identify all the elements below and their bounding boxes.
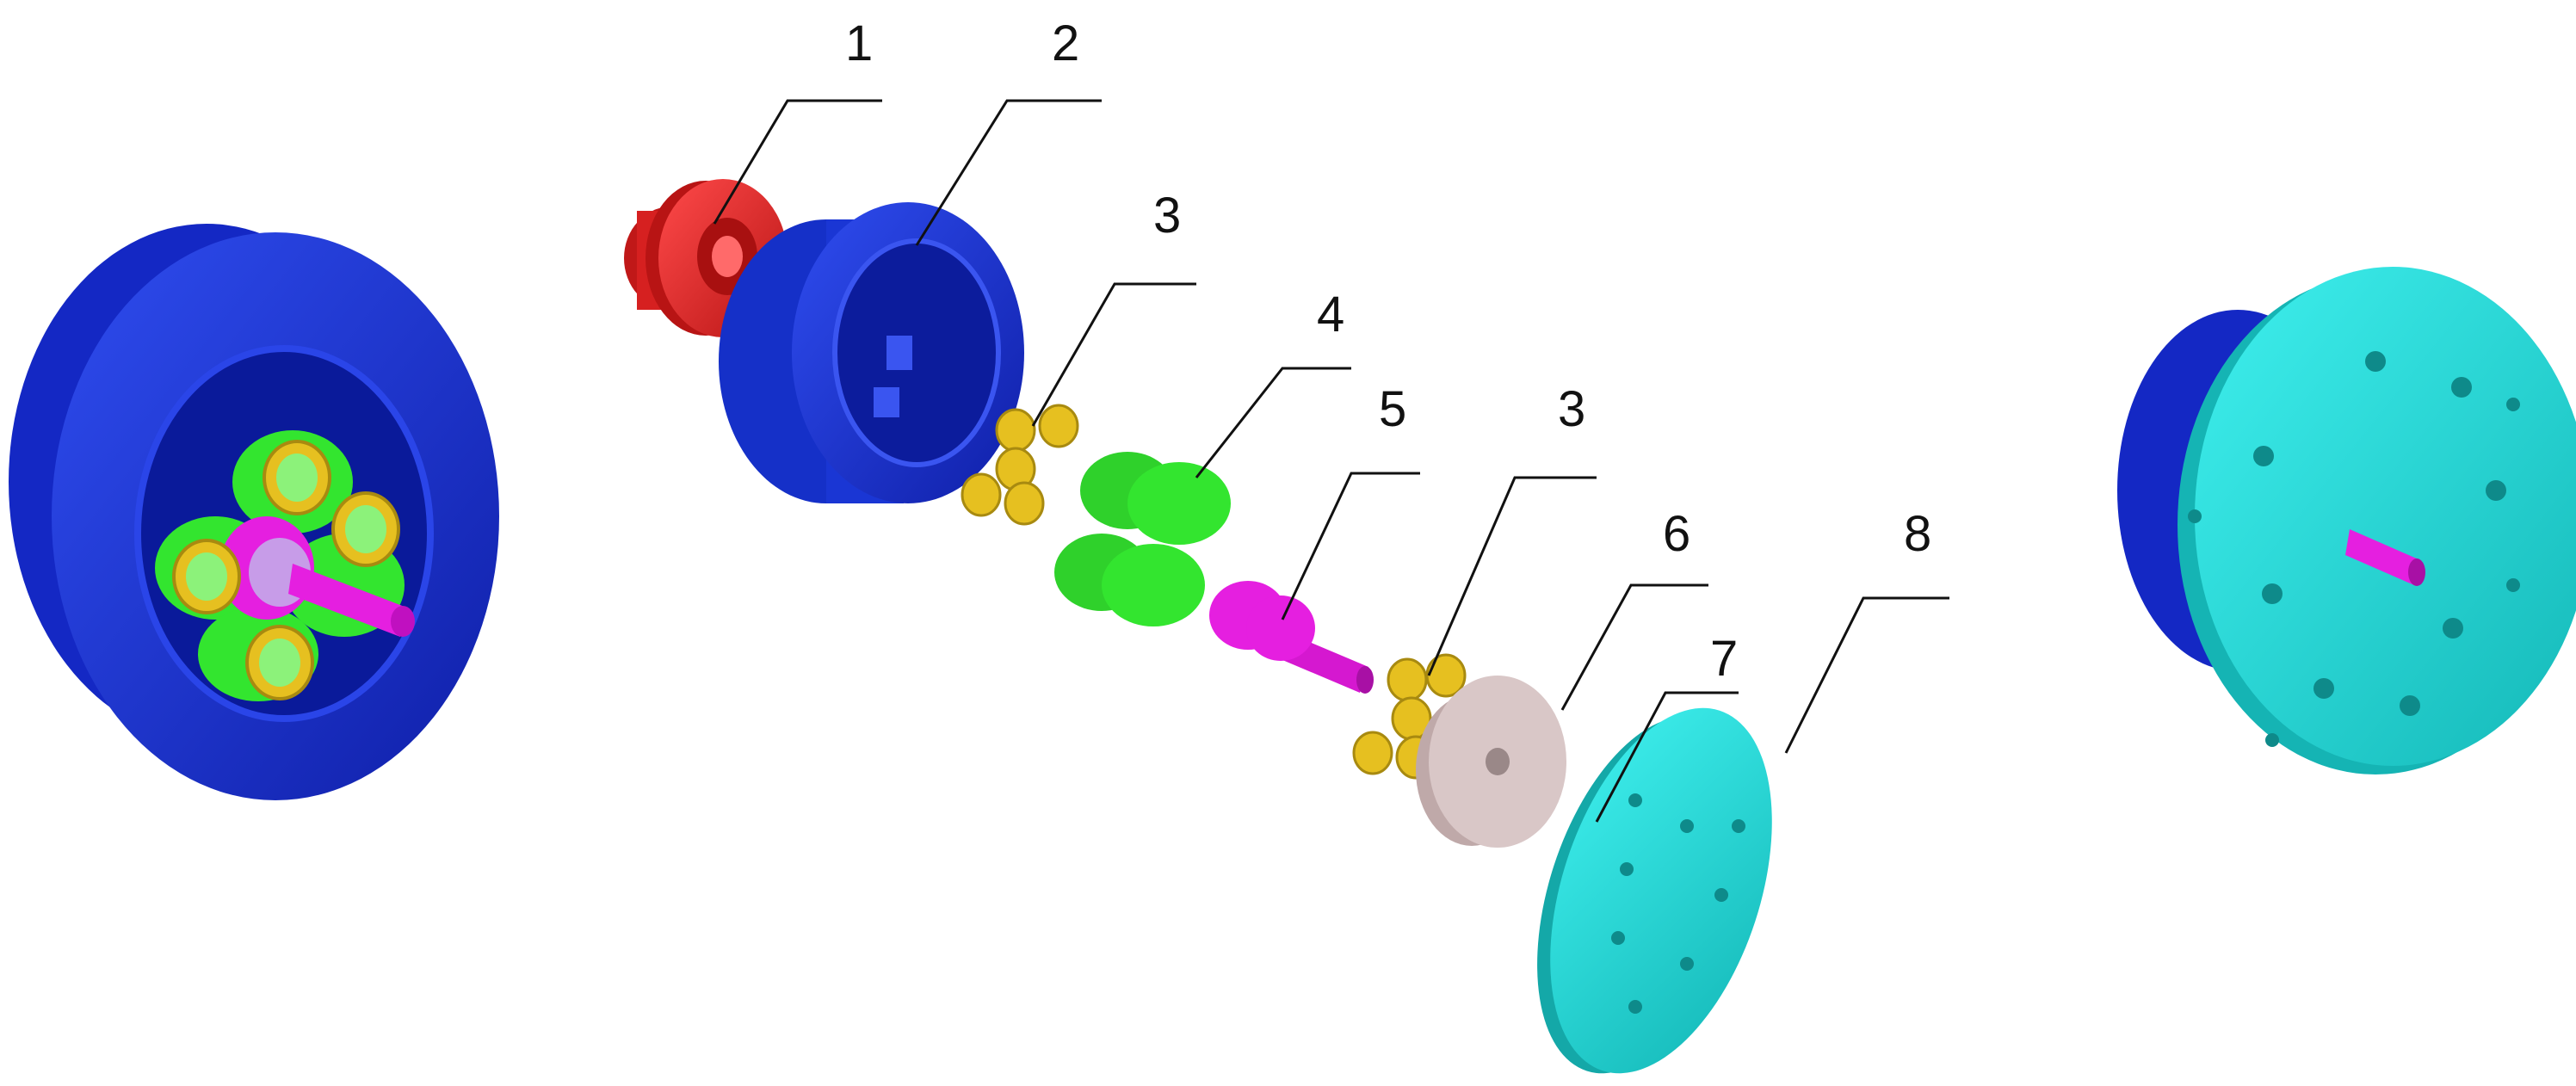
part-5-sun-gear-shaft bbox=[1209, 581, 1374, 694]
assembled-back-plate bbox=[2195, 267, 2576, 766]
leader-line-1 bbox=[713, 99, 882, 225]
assembled-output-shaft bbox=[288, 564, 415, 637]
leader-line-3a bbox=[1031, 282, 1196, 427]
callout-8: 8 bbox=[1904, 506, 1931, 562]
part-2-housing bbox=[719, 202, 1024, 503]
part-6-carrier-disc bbox=[1416, 676, 1566, 848]
leader-line-5 bbox=[1281, 472, 1420, 620]
callout-6: 6 bbox=[1663, 506, 1690, 562]
callout-numbers: 1 2 3 4 5 3 6 7 8 bbox=[845, 15, 1931, 687]
callout-5: 5 bbox=[1379, 381, 1406, 437]
assembled-view-back bbox=[2117, 267, 2576, 774]
callout-3a: 3 bbox=[1153, 188, 1181, 244]
part-8-cover-plate bbox=[1537, 707, 1772, 1074]
leader-line-7 bbox=[1595, 691, 1739, 823]
leader-line-8 bbox=[1784, 596, 1949, 754]
part-4-planet-gears bbox=[1054, 452, 1231, 626]
assembled-bearings bbox=[172, 440, 400, 700]
callout-1: 1 bbox=[845, 15, 873, 71]
assembled-back-shaft bbox=[2345, 529, 2425, 586]
leader-lines bbox=[713, 99, 1949, 823]
callout-7: 7 bbox=[1710, 631, 1738, 687]
leader-line-6 bbox=[1560, 583, 1708, 711]
leader-line-2 bbox=[915, 99, 1102, 246]
leader-line-4 bbox=[1195, 367, 1351, 478]
leader-line-3b bbox=[1427, 476, 1597, 676]
callout-2: 2 bbox=[1052, 15, 1079, 71]
part-3-bearings-group-1 bbox=[961, 404, 1079, 526]
callout-4: 4 bbox=[1317, 287, 1344, 342]
assembled-back-plate-holes bbox=[2188, 351, 2520, 747]
assembled-view-front bbox=[9, 224, 499, 800]
callout-3b: 3 bbox=[1558, 381, 1585, 437]
